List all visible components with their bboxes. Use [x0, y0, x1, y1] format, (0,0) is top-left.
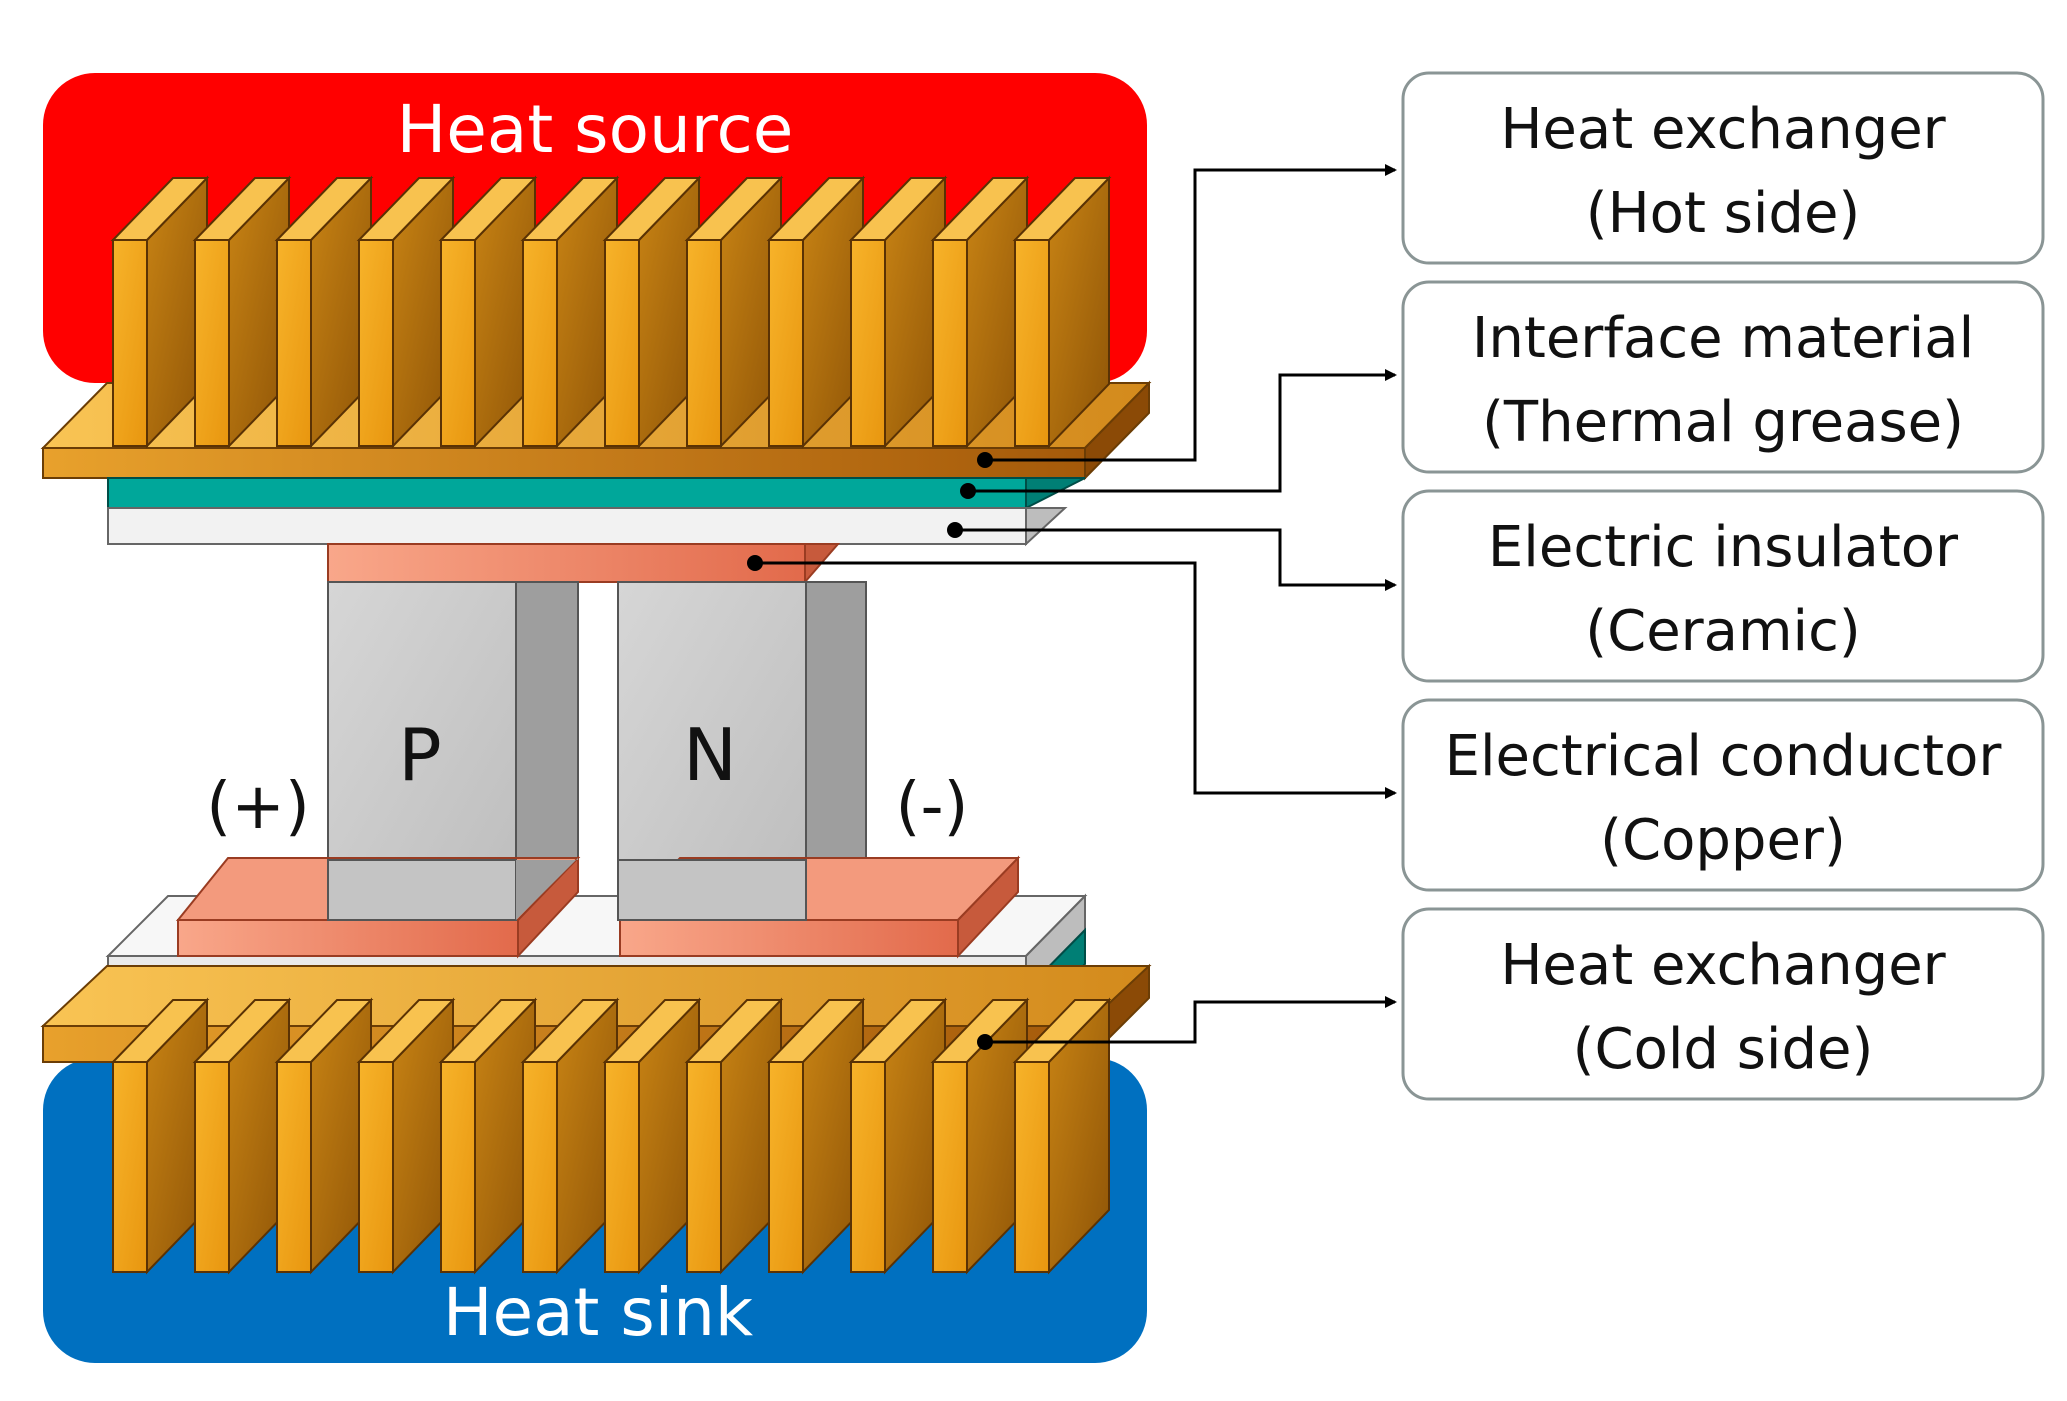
hot-side-fin: [110, 175, 210, 449]
hot-side-fin: [520, 175, 620, 449]
callout-cold-exchanger-line1: Heat exchanger: [1500, 933, 1946, 998]
hot-side-fin: [766, 175, 866, 449]
cold-side-fin: [930, 997, 1030, 1275]
callout-hot-exchanger-line2: (Hot side): [1586, 181, 1861, 246]
callout-interface-line1: Interface material: [1472, 306, 1974, 371]
callout-box-electric-insulator: Electric insulator (Ceramic): [1401, 489, 2045, 683]
hot-side-fin: [684, 175, 784, 449]
cold-side-fin: [356, 997, 456, 1275]
cold-side-fin: [520, 997, 620, 1275]
callout-insulator-line2: (Ceramic): [1585, 599, 1861, 664]
cold-side-fin: [602, 997, 702, 1275]
callout-cold-exchanger-line2: (Cold side): [1573, 1017, 1874, 1082]
hot-side-fin: [848, 175, 948, 449]
hot-side-fin: [602, 175, 702, 449]
p-leg-label: P: [398, 713, 441, 797]
hot-side-fin: [192, 175, 292, 449]
callout-connectors: [755, 164, 1397, 1044]
callout-anchor-dots: [747, 452, 993, 1050]
cold-side-fin: [766, 997, 866, 1275]
callout-conductor-line2: (Copper): [1600, 808, 1846, 873]
negative-terminal-label: (-): [895, 770, 968, 844]
heat-source-label: Heat source: [397, 91, 794, 168]
cold-side-fin: [110, 997, 210, 1275]
cold-side-fins: [110, 997, 1112, 1275]
hot-side-fin: [274, 175, 374, 449]
cold-side-fin: [1012, 997, 1112, 1275]
cold-side-fin: [848, 997, 948, 1275]
callout-box-interface-material: Interface material (Thermal grease): [1401, 280, 2045, 474]
callout-box-cold-exchanger: Heat exchanger (Cold side): [1401, 907, 2045, 1101]
heat-sink-label: Heat sink: [443, 1274, 754, 1351]
hot-side-fin: [930, 175, 1030, 449]
callout-box-electrical-conductor: Electrical conductor (Copper): [1401, 698, 2045, 892]
hot-side-interface-layer: [107, 477, 1086, 510]
callout-interface-line2: (Thermal grease): [1482, 390, 1964, 455]
callout-hot-exchanger-line1: Heat exchanger: [1500, 97, 1946, 162]
n-leg-label: N: [683, 713, 737, 797]
top-copper-conductor: [327, 543, 841, 585]
callout-insulator-line1: Electric insulator: [1488, 515, 1959, 580]
hot-side-fin: [356, 175, 456, 449]
callout-box-hot-exchanger: Heat exchanger (Hot side): [1401, 71, 2045, 265]
hot-side-ceramic-layer: [107, 507, 1068, 547]
cold-side-fin: [684, 997, 784, 1275]
hot-side-fins-front: [110, 175, 1112, 449]
cold-side-fin: [438, 997, 538, 1275]
hot-side-fin: [1012, 175, 1112, 449]
positive-terminal-label: (+): [206, 770, 310, 844]
callout-conductor-line1: Electrical conductor: [1445, 724, 2003, 789]
